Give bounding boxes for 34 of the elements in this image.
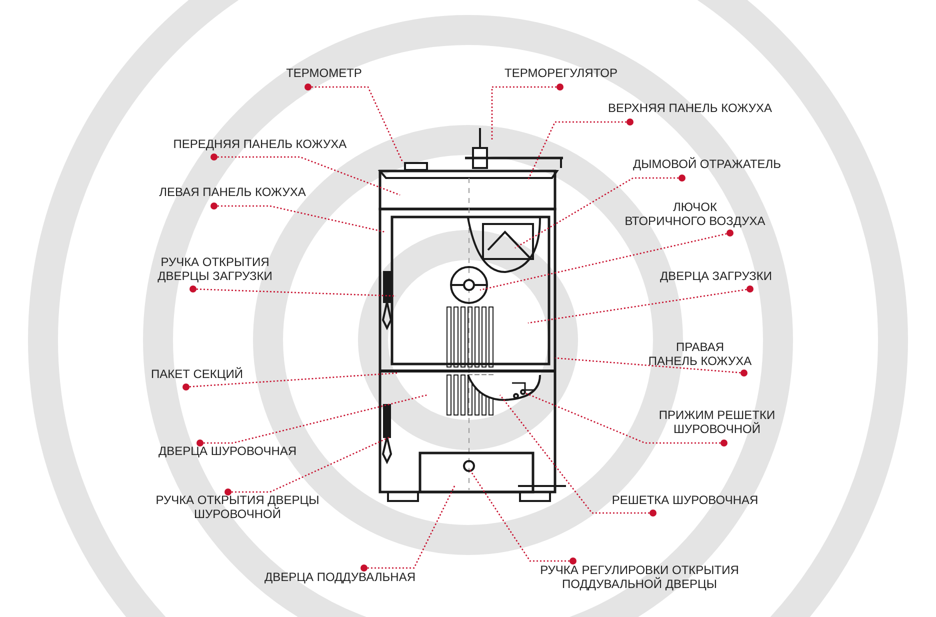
leader-line [210,154,400,196]
callout-label: ТЕРМОРЕГУЛЯТОР [491,66,631,80]
leader-line [527,118,634,180]
callout-label: РУЧКА ОТКРЫТИЯ ДВЕРЦЫ ЗАГРУЗКИ [140,255,290,283]
callout-label: ДВЕРЦА ШУРОВОЧНАЯ [145,444,310,458]
leader-line [524,392,728,446]
leader-line [514,174,686,249]
callout-label: ЛЕВАЯ ПАНЕЛЬ КОЖУХА [145,185,320,199]
callout-label: ТЕРМОМЕТР [274,66,374,80]
leader-line [360,484,456,572]
leader-line [554,357,748,376]
leader-line [499,394,656,516]
leader-line [304,84,404,164]
callout-label: ЛЮЧОК ВТОРИЧНОГО ВОЗДУХА [605,200,785,228]
leader-line [528,286,754,324]
callout-label: РУЧКА РЕГУЛИРОВКИ ОТКРЫТИЯ ПОДДУВАЛЬНОЙ ДВЕРЦЫ [522,563,757,591]
leader-line [469,470,576,564]
leader-line [190,286,396,297]
leader-line [480,230,734,291]
callout-label: ДВЕРЦА ПОДДУВАЛЬНАЯ [250,570,430,584]
leader-line [196,394,428,446]
callout-label: РУЧКА ОТКРЫТИЯ ДВЕРЦЫ ШУРОВОЧНОЙ [140,493,335,521]
callout-label: ВЕРХНЯЯ ПАНЕЛЬ КОЖУХА [600,101,780,115]
callout-label: ПРИЖИМ РЕШЕТКИ ШУРОВОЧНОЙ [642,408,792,436]
callout-label: ДЫМОВОЙ ОТРАЖАТЕЛЬ [622,157,792,171]
leader-line [491,84,564,140]
callout-label: ПАКЕТ СЕКЦИЙ [142,367,252,381]
leader-line [182,372,398,390]
callout-label: РЕШЕТКА ШУРОВОЧНАЯ [600,493,770,507]
leader-line [210,202,386,233]
leader-line [224,436,390,496]
callout-label: ДВЕРЦА ЗАГРУЗКИ [648,269,784,283]
callout-label: ПЕРЕДНЯЯ ПАНЕЛЬ КОЖУХА [165,137,355,151]
callout-label: ПРАВАЯ ПАНЕЛЬ КОЖУХА [630,340,770,368]
